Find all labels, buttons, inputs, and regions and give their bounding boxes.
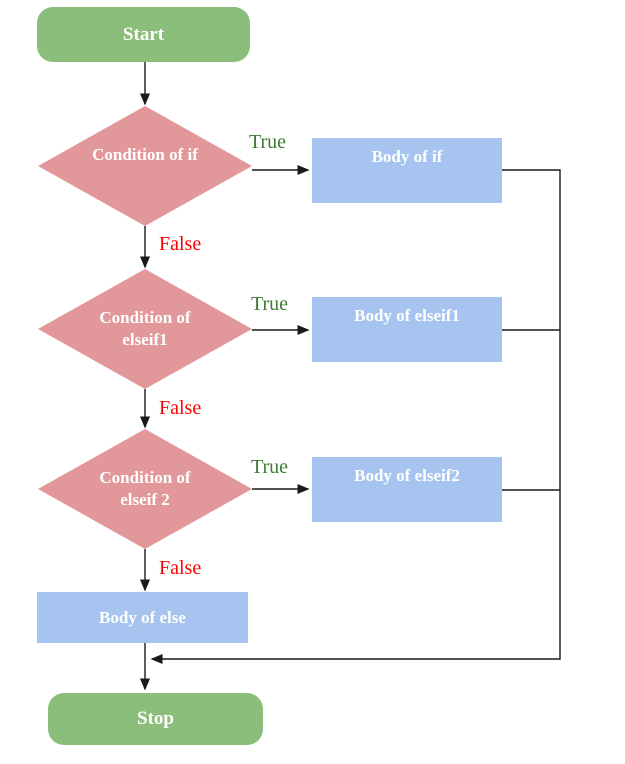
edge-label-false-3: False (159, 557, 202, 579)
node-condition-elseif2-text: Condition of elseif 2 (55, 467, 235, 511)
edge-body-if-merge-to-stop-line (150, 169, 561, 664)
node-stop-label: Stop (137, 708, 174, 729)
node-condition-elseif2-line2: elseif 2 (120, 490, 170, 509)
edge-label-false-2: False (159, 397, 202, 419)
node-condition-elseif1-line2: elseif1 (122, 330, 168, 349)
node-condition-if-line1: Condition of if (92, 145, 198, 164)
node-condition-elseif2-line1: Condition of (99, 468, 191, 487)
node-body-elseif1-label: Body of elseif1 (354, 306, 460, 325)
edge-label-true-1: True (249, 131, 287, 153)
node-body-if-label: Body of if (371, 147, 443, 166)
node-start-label: Start (122, 23, 165, 45)
node-body-elseif2-label: Body of elseif2 (354, 466, 460, 485)
node-stop: Stop (48, 693, 263, 745)
edge-label-true-2: True (251, 293, 289, 315)
node-start: Start (37, 7, 250, 62)
node-body-else: Body of else (37, 592, 248, 643)
node-condition-elseif1-line1: Condition of (99, 308, 191, 327)
node-body-if: Body of if (312, 138, 502, 203)
node-body-elseif2: Body of elseif2 (312, 457, 502, 522)
node-body-elseif1: Body of elseif1 (312, 297, 502, 362)
edge-label-false-1: False (159, 233, 202, 255)
node-body-else-label: Body of else (99, 607, 186, 627)
node-condition-elseif1-text: Condition of elseif1 (55, 307, 235, 351)
edge-label-true-3: True (251, 456, 289, 478)
node-condition-if-text: Condition of if (55, 144, 235, 188)
